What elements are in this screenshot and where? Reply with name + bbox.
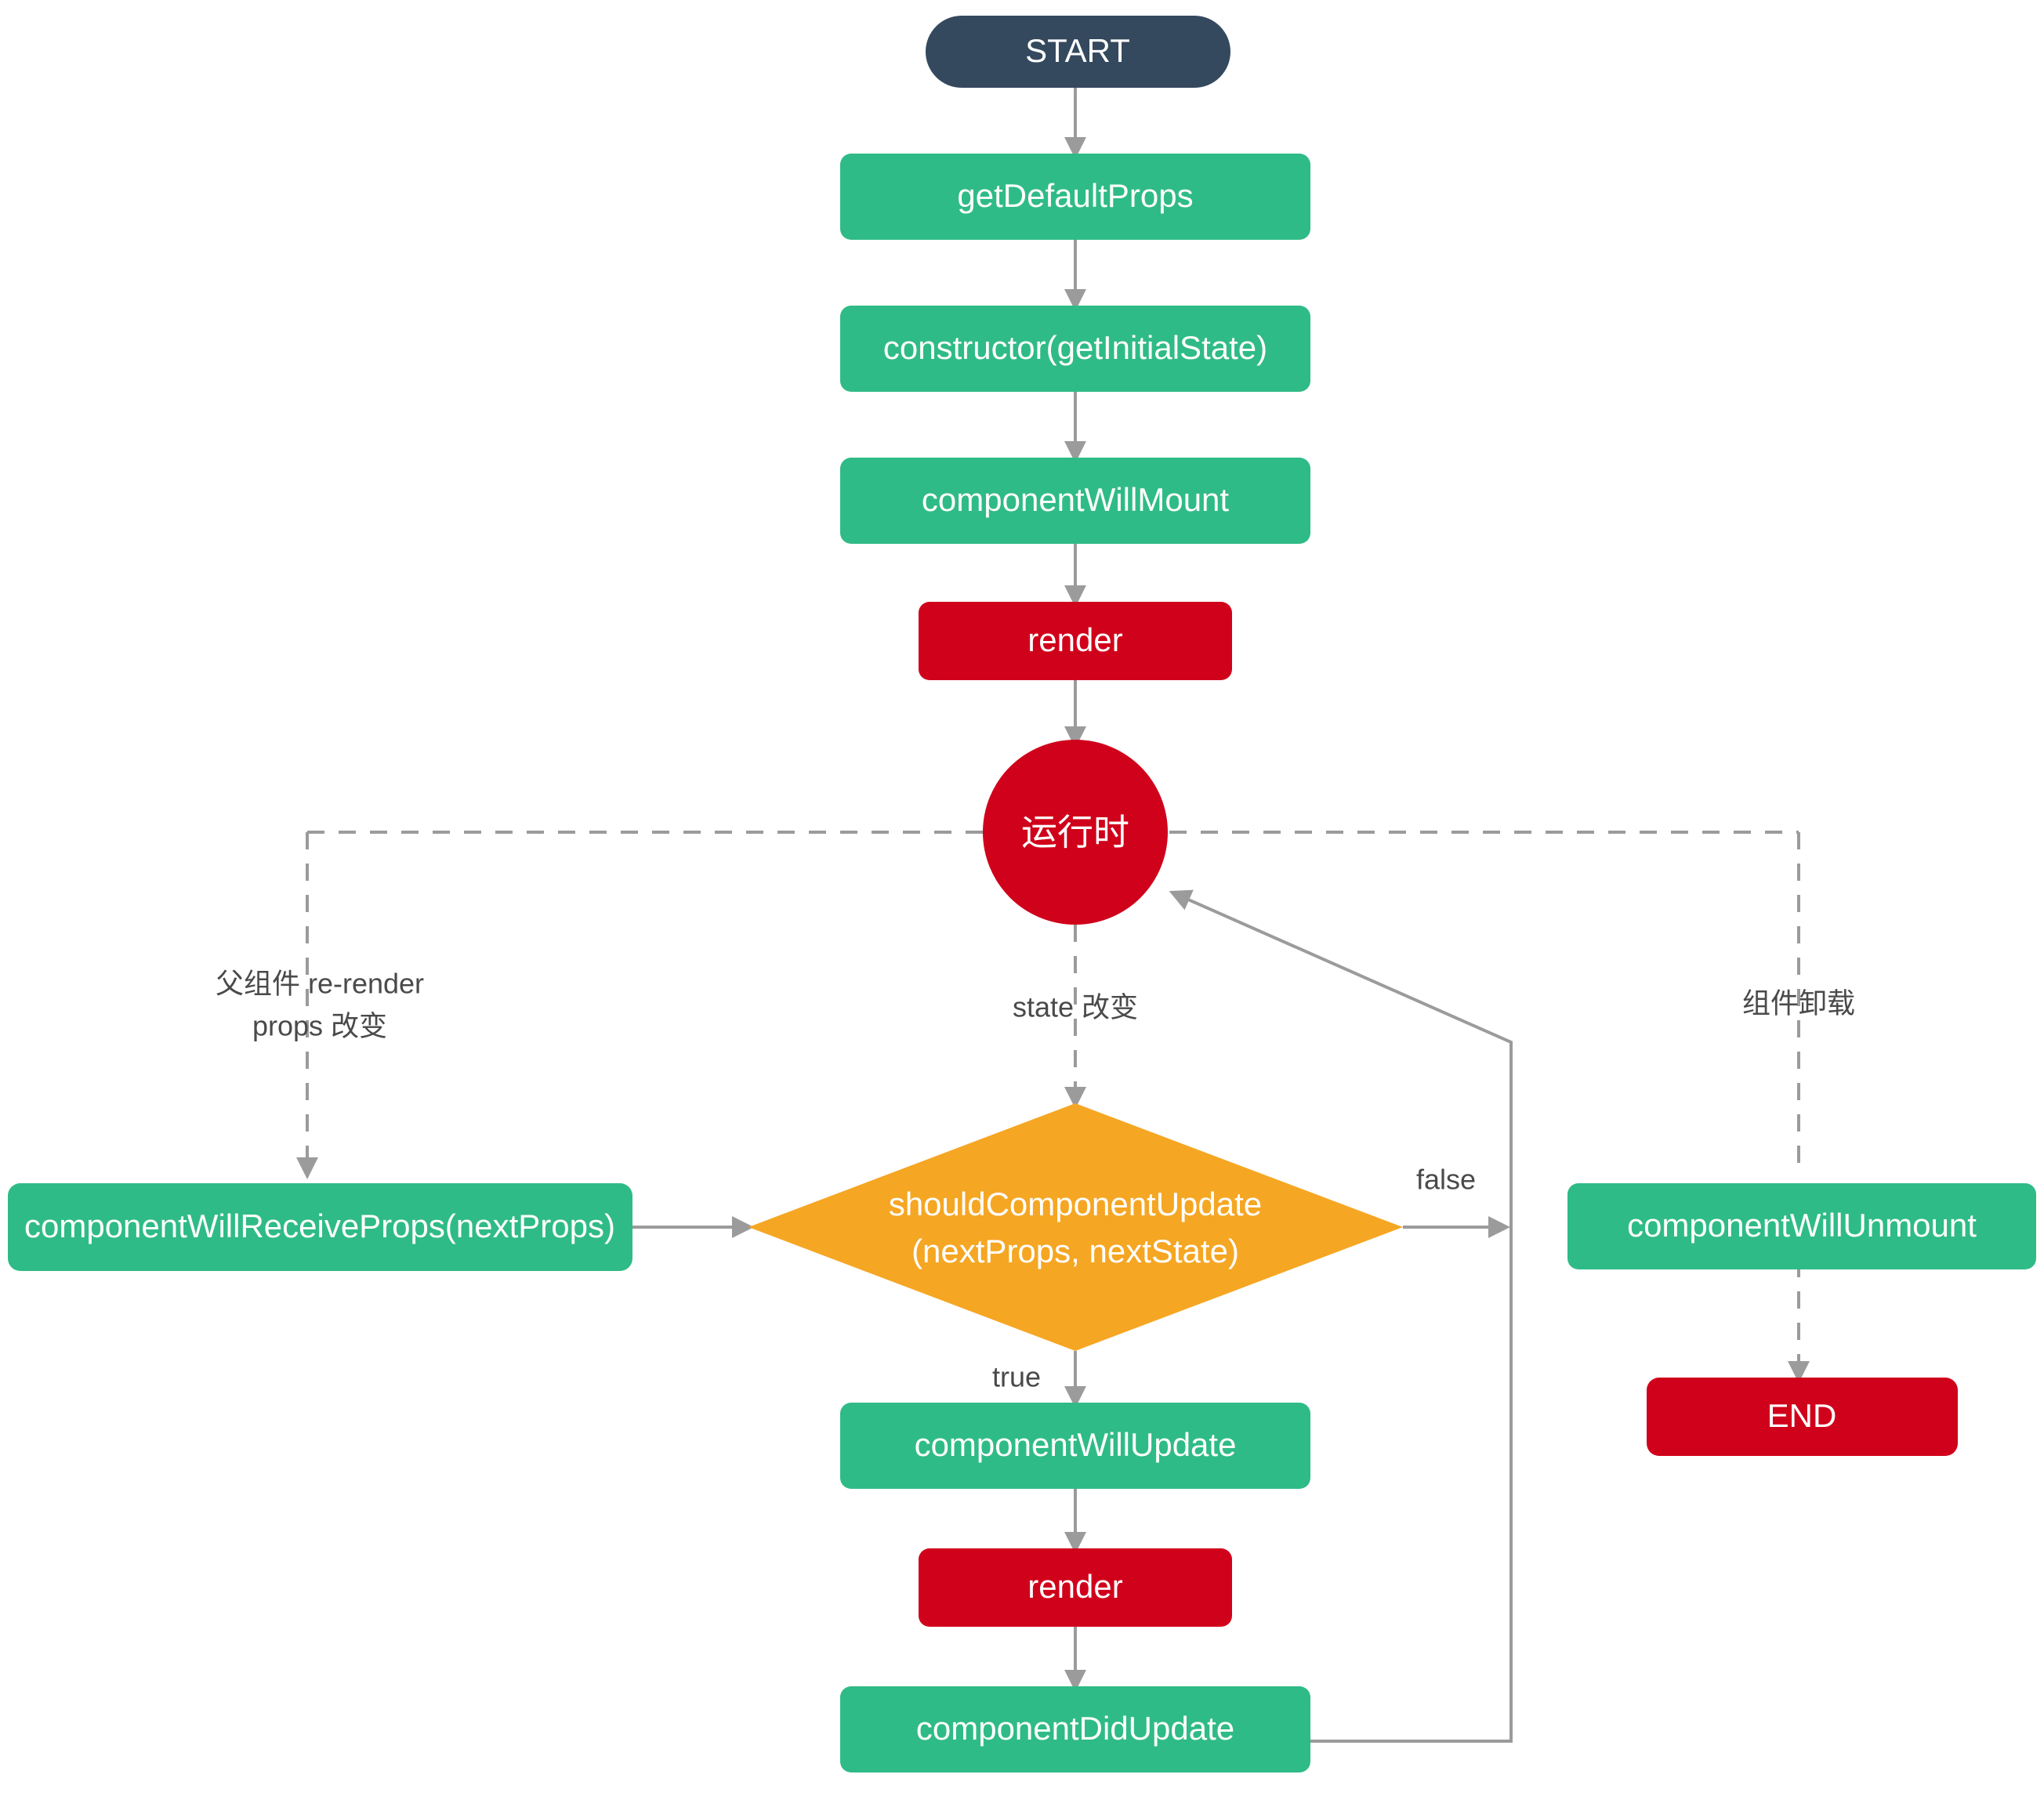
node-render-update-label: render (1027, 1568, 1122, 1605)
node-runtime-label: 运行时 (1021, 812, 1129, 853)
node-component-did-update[interactable]: componentDidUpdate (840, 1686, 1310, 1772)
node-end-label: END (1767, 1397, 1837, 1434)
node-should-component-update[interactable]: shouldComponentUpdate (nextProps, nextSt… (748, 1103, 1403, 1351)
node-constructor[interactable]: constructor(getInitialState) (840, 306, 1310, 392)
node-end[interactable]: END (1647, 1378, 1958, 1456)
node-component-will-receive-props[interactable]: componentWillReceiveProps(nextProps) (8, 1183, 632, 1271)
edge-label-true: true (992, 1361, 1041, 1393)
node-component-will-unmount[interactable]: componentWillUnmount (1567, 1183, 2036, 1269)
edge-false-return-to-runtime (1169, 889, 1513, 1227)
node-constructor-label: constructor(getInitialState) (883, 329, 1267, 366)
node-get-default-props-label: getDefaultProps (957, 177, 1193, 214)
edge-label-unmount: 组件卸载 (1742, 987, 1855, 1019)
node-runtime[interactable]: 运行时 (983, 740, 1168, 925)
edge-label-state-change: state 改变 (1013, 991, 1138, 1023)
node-start[interactable]: START (926, 16, 1230, 88)
node-should-component-update-line2: (nextProps, nextState) (911, 1233, 1239, 1269)
edge-label-parent-rerender-line1: 父组件 re-render (216, 968, 424, 1000)
node-component-will-mount-label: componentWillMount (922, 481, 1230, 518)
edge-didupdate-return (1310, 1227, 1513, 1743)
edge-label-false: false (1416, 1164, 1476, 1196)
node-get-default-props[interactable]: getDefaultProps (840, 154, 1310, 240)
node-should-component-update-line1: shouldComponentUpdate (889, 1186, 1262, 1222)
node-render-mount-label: render (1027, 621, 1122, 658)
node-render-update[interactable]: render (919, 1548, 1232, 1627)
edge-label-parent-rerender: 父组件 re-render props 改变 (216, 968, 424, 1042)
node-start-label: START (1025, 32, 1130, 69)
node-component-did-update-label: componentDidUpdate (916, 1710, 1234, 1747)
node-component-will-update-label: componentWillUpdate (915, 1426, 1237, 1463)
node-component-will-mount[interactable]: componentWillMount (840, 458, 1310, 544)
node-component-will-update[interactable]: componentWillUpdate (840, 1403, 1310, 1489)
edge-label-parent-rerender-line2: props 改变 (252, 1010, 387, 1042)
node-component-will-receive-props-label: componentWillReceiveProps(nextProps) (24, 1208, 615, 1244)
node-component-will-unmount-label: componentWillUnmount (1627, 1207, 1977, 1244)
node-render-mount[interactable]: render (919, 602, 1232, 680)
